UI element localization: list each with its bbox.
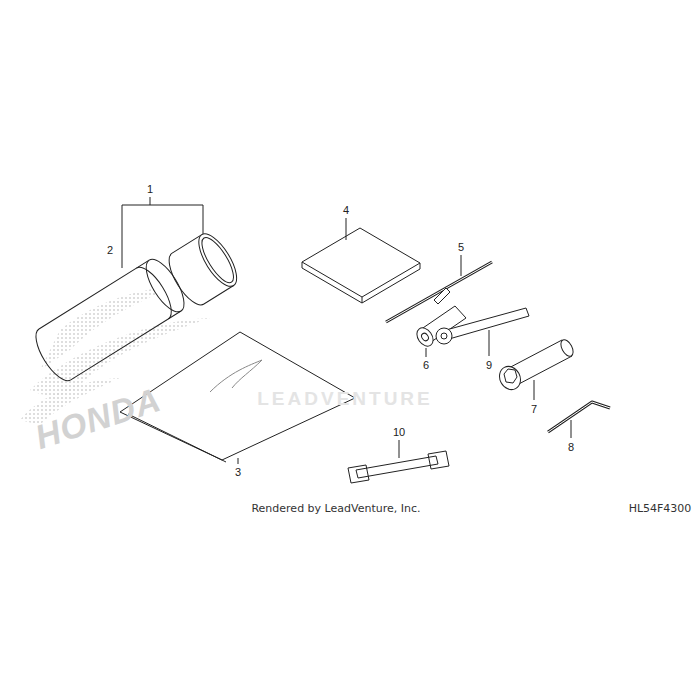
callout-number: 7 <box>531 404 537 415</box>
leader-line <box>534 380 535 400</box>
owners-manual <box>302 218 420 303</box>
leader-line <box>571 420 572 438</box>
callout-number: 8 <box>568 442 574 453</box>
wrench <box>436 308 529 356</box>
leader-line <box>426 348 427 357</box>
leader-line <box>489 330 490 356</box>
tool-tube <box>29 254 191 386</box>
callout-number: 2 <box>107 245 113 256</box>
tube-cap <box>162 228 244 310</box>
screwdriver-bit <box>386 255 492 322</box>
leader-line <box>399 440 400 458</box>
callout-number: 9 <box>486 360 492 371</box>
callout-number: 4 <box>343 205 349 216</box>
hex-key <box>548 402 610 438</box>
render-credit: Rendered by LeadVenture, Inc. <box>251 503 420 514</box>
diagram-code: HL54F4300 <box>629 503 692 514</box>
callout-number: 10 <box>393 427 405 438</box>
rubber-strap <box>348 440 449 483</box>
socket-wrench <box>496 338 576 400</box>
watermark: LEADVENTURE <box>257 389 433 408</box>
callout-number: 3 <box>235 467 241 478</box>
leader-line <box>238 458 239 464</box>
callout-number: 1 <box>147 184 153 195</box>
callout-number: 6 <box>423 360 429 371</box>
leader-line <box>346 218 347 240</box>
bracket-line <box>122 197 203 268</box>
callout-number: 5 <box>458 242 464 253</box>
leader-line <box>461 255 462 276</box>
